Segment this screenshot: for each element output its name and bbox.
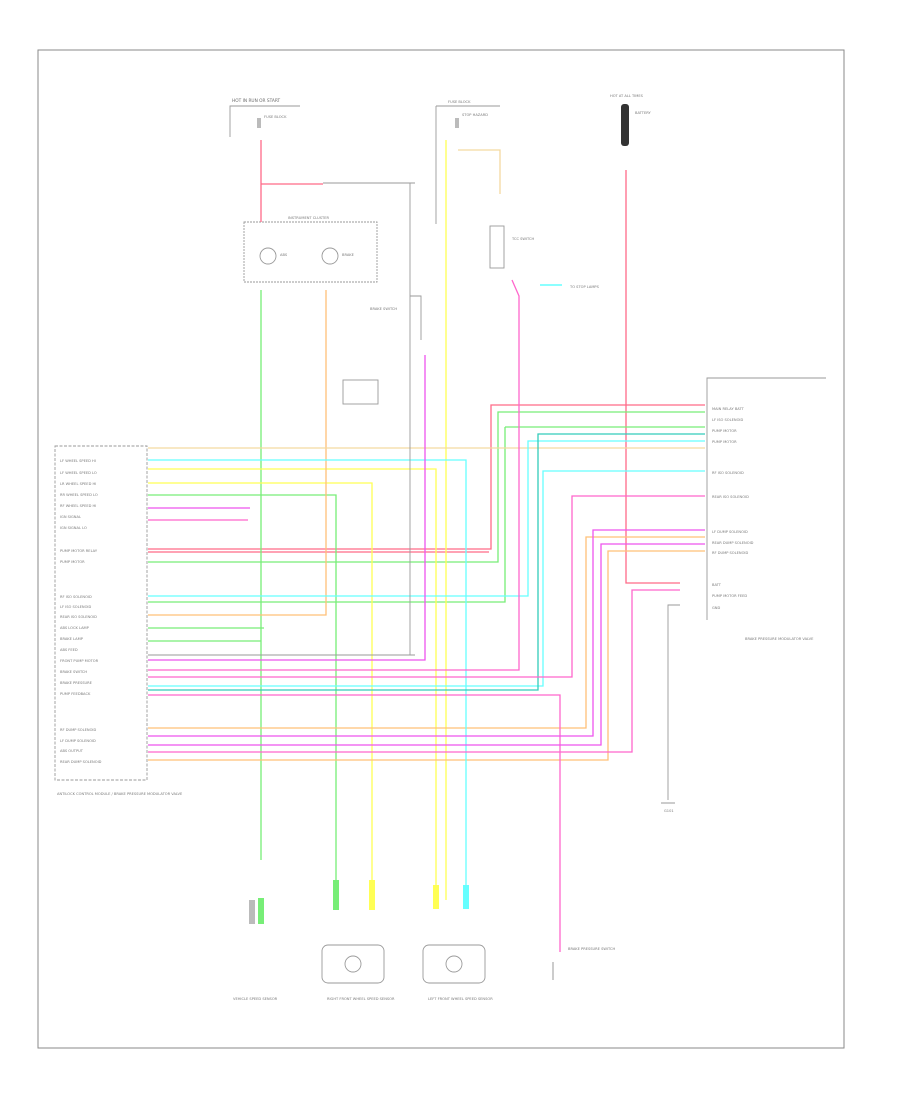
left-pin-4: RR WHEEL SPEED LO: [60, 493, 98, 497]
lf-connector-right: [463, 885, 469, 909]
brake-lamp-icon: [321, 247, 339, 265]
hot-label: HOT IN RUN OR START: [232, 98, 281, 104]
tcc-switch: TCC SWITCH TO STOP LAMPS: [489, 225, 600, 289]
battery: HOT AT ALL TIMES BATTERY: [610, 94, 652, 146]
right-pin-8: REAR ISO SOLENOID: [712, 495, 749, 499]
wires: [148, 140, 705, 940]
left-pin-3: LR WHEEL SPEED HI: [60, 482, 96, 486]
right-pin-6: RF ISO SOLENOID: [712, 471, 744, 475]
left-pin-6: IGN SIGNAL: [60, 515, 81, 519]
sensors: VEHICLE SPEED SENSOR RIGHT FRONT WHEEL S…: [233, 880, 615, 1001]
right-pin-10: LF DUMP SOLENOID: [712, 530, 748, 534]
diagram-frame: [37, 49, 845, 1049]
battery-label: BATTERY: [635, 111, 652, 115]
abs-lamp-icon: [259, 247, 277, 265]
vss-connector-left: [249, 900, 255, 924]
green-rf-wire: [148, 494, 337, 900]
rf-wheel-sensor-icon: [321, 944, 385, 984]
lf-connector-left: [433, 885, 439, 909]
left-pin-19: BRAKE SWITCH: [60, 670, 87, 674]
left-pin-1: LF WHEEL SPEED HI: [60, 459, 96, 463]
left-pin-25: ABS OUTPUT: [60, 749, 84, 753]
left-pin-20: BRAKE PRESSURE: [60, 681, 93, 685]
tcc-switch-body: [489, 225, 505, 269]
left-module: LF WHEEL SPEED HI LF WHEEL SPEED LO LR W…: [54, 445, 183, 796]
left-pin-14: REAR ISO SOLENOID: [60, 615, 97, 619]
hot-at-all-label: HOT AT ALL TIMES: [610, 94, 644, 98]
right-pin-16: GND: [712, 606, 720, 610]
right-module-caption: BRAKE PRESSURE MODULATOR VALVE: [745, 637, 814, 641]
rf-connector-right: [369, 880, 375, 910]
ground-label: G101: [664, 809, 674, 813]
left-pin-21: PUMP FEEDBACK: [60, 692, 91, 696]
fuse-label-b: FUSE BLOCK: [448, 100, 471, 104]
right-pin-3: PUMP MOTOR: [712, 429, 737, 433]
cluster-title: INSTRUMENT CLUSTER: [288, 216, 329, 220]
pressure-switch-label: BRAKE PRESSURE SWITCH: [568, 947, 615, 951]
left-pin-17: ABS FEED: [60, 648, 78, 652]
left-pin-2: LF WHEEL SPEED LO: [60, 471, 97, 475]
left-pin-16: BRAKE LAMP: [60, 637, 84, 641]
red-batt-wire: [625, 170, 680, 584]
red-module-wire: [148, 404, 705, 550]
left-pin-10: PUMP MOTOR: [60, 560, 85, 564]
left-pin-5: RF WHEEL SPEED HI: [60, 504, 96, 508]
abs-lamp-label: ABS: [280, 253, 288, 257]
left-pin-9: PUMP MOTOR RELAY: [60, 549, 98, 553]
pink-pressure-wire: [148, 694, 561, 940]
ground-g101: G101: [661, 802, 675, 813]
fuse-label-a: FUSE BLOCK: [264, 115, 287, 119]
right-pin-1: MAIN RELAY BATT: [712, 407, 745, 411]
yellow-lf-wire: [148, 468, 437, 900]
stop-hazard-label: STOP HAZARD: [462, 113, 488, 117]
brake-switch-label: BRAKE SWITCH: [370, 307, 397, 311]
relay-box: [342, 379, 379, 405]
to-lamps-label: TO STOP LAMPS: [569, 285, 600, 289]
left-module-caption: ANTILOCK CONTROL MODULE / BRAKE PRESSURE…: [57, 792, 183, 796]
rf-sensor-label: RIGHT FRONT WHEEL SPEED SENSOR: [327, 997, 395, 1001]
brake-switch-area: BRAKE SWITCH: [342, 183, 422, 405]
left-pin-23: RF DUMP SOLENOID: [60, 728, 96, 732]
right-pin-2: LF ISO SOLENOID: [712, 418, 743, 422]
top-fuse-section: HOT IN RUN OR START FUSE BLOCK FUSE BLOC…: [229, 98, 500, 224]
fuse-b-symbol: [455, 118, 459, 128]
instrument-cluster: INSTRUMENT CLUSTER ABS BRAKE: [243, 216, 378, 283]
brake-lamp-label: BRAKE: [342, 253, 355, 257]
lf-wheel-sensor-icon: [422, 944, 486, 984]
left-pin-7: IGN SIGNAL LO: [60, 526, 87, 530]
left-pin-13: LF ISO SOLENOID: [60, 605, 91, 609]
right-pin-11: REAR DUMP SOLENOID: [712, 541, 754, 545]
left-pin-18: FRONT PUMP MOTOR: [60, 659, 99, 663]
left-pin-12: RF ISO SOLENOID: [60, 595, 92, 599]
right-pin-14: BATT: [712, 583, 722, 587]
right-module: MAIN RELAY BATT LF ISO SOLENOID PUMP MOT…: [706, 377, 826, 641]
right-pin-15: PUMP MOTOR FEED: [712, 594, 747, 598]
tcc-switch-label: TCC SWITCH: [511, 237, 535, 241]
vss-connector-right: [258, 898, 264, 924]
left-pin-15: ABS LOCK LAMP: [60, 626, 90, 630]
left-pin-26: REAR DUMP SOLENOID: [60, 760, 102, 764]
rf-connector-left: [333, 880, 339, 910]
left-pin-labels: LF WHEEL SPEED HI LF WHEEL SPEED LO LR W…: [60, 459, 102, 764]
right-pin-4: PUMP MOTOR: [712, 440, 737, 444]
right-pin-12: RF DUMP SOLENOID: [712, 551, 748, 555]
lf-sensor-label: LEFT FRONT WHEEL SPEED SENSOR: [428, 997, 493, 1001]
fuse-a-symbol: [257, 118, 261, 128]
right-pin-labels: MAIN RELAY BATT LF ISO SOLENOID PUMP MOT…: [712, 407, 754, 610]
vss-label: VEHICLE SPEED SENSOR: [233, 997, 278, 1001]
battery-fuse-symbol: [621, 104, 629, 146]
left-pin-24: LF DUMP SOLENOID: [60, 739, 96, 743]
